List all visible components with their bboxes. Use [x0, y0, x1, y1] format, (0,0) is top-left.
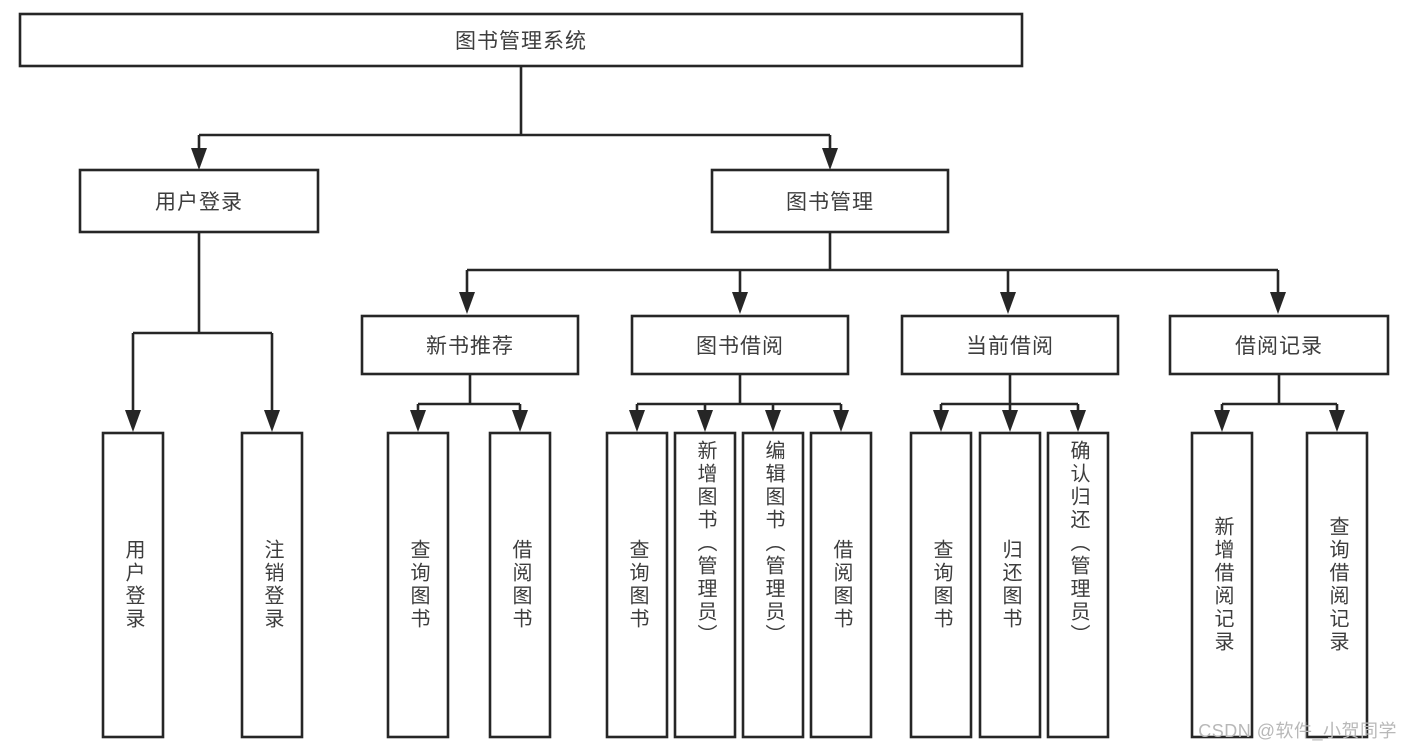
node-borrow-record[interactable]: [1168, 314, 1390, 376]
node-book-borrow[interactable]: [630, 314, 850, 376]
arrowhead-newbook-leaf-1: [410, 410, 426, 432]
node-root[interactable]: [18, 12, 1024, 68]
arrowhead-currentborrow-leaf-3: [1070, 410, 1086, 432]
arrowhead-current-borrow: [1000, 292, 1016, 314]
arrowhead-bookborrow-leaf-4: [833, 410, 849, 432]
arrowhead-leaf-user-login: [125, 410, 141, 432]
arrowhead-newbook-leaf-2: [512, 410, 528, 432]
leaf-box-user-login[interactable]: [101, 431, 165, 739]
leaf-box-borrow-edit[interactable]: [741, 431, 805, 739]
leaf-box-record-query[interactable]: [1305, 431, 1369, 739]
arrowhead-borrowrecord-leaf-1: [1214, 410, 1230, 432]
arrowhead-currentborrow-leaf-1: [933, 410, 949, 432]
arrowhead-borrow-record: [1270, 292, 1286, 314]
arrowhead-user-login: [191, 148, 207, 170]
leaf-box-current-return[interactable]: [978, 431, 1042, 739]
node-new-book-recommend[interactable]: [360, 314, 580, 376]
leaf-box-borrow-query[interactable]: [605, 431, 669, 739]
leaf-box-record-add[interactable]: [1190, 431, 1254, 739]
leaf-box-borrow-add[interactable]: [673, 431, 737, 739]
node-book-manage[interactable]: [710, 168, 950, 234]
arrowhead-currentborrow-leaf-2: [1002, 410, 1018, 432]
arrowhead-leaf-logout: [264, 410, 280, 432]
leaf-box-current-query[interactable]: [909, 431, 973, 739]
arrowhead-new-book: [459, 292, 475, 314]
leaf-box-newbook-query[interactable]: [386, 431, 450, 739]
leaf-box-current-confirm[interactable]: [1046, 431, 1110, 739]
arrowhead-bookborrow-leaf-3: [765, 410, 781, 432]
leaf-box-logout[interactable]: [240, 431, 304, 739]
arrowhead-book-manage: [822, 148, 838, 170]
arrowhead-book-borrow: [732, 292, 748, 314]
node-user-login[interactable]: [78, 168, 320, 234]
arrowhead-borrowrecord-leaf-2: [1329, 410, 1345, 432]
leaf-box-borrow-lend[interactable]: [809, 431, 873, 739]
arrowhead-bookborrow-leaf-2: [697, 410, 713, 432]
leaf-box-newbook-borrow[interactable]: [488, 431, 552, 739]
node-current-borrow[interactable]: [900, 314, 1120, 376]
arrowhead-bookborrow-leaf-1: [629, 410, 645, 432]
